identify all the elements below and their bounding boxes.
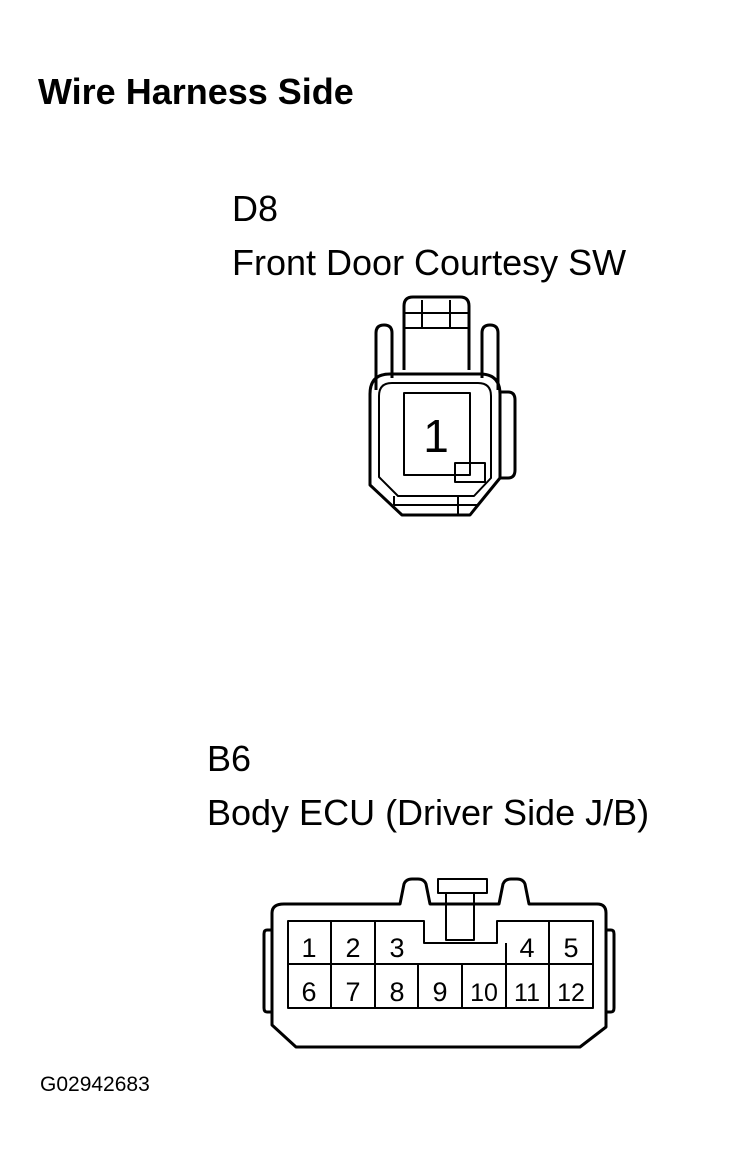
b6-key-stem bbox=[445, 893, 475, 941]
b6-pin-grid bbox=[287, 920, 594, 1009]
b6-pin-4: 4 bbox=[519, 933, 534, 963]
b6-left-tab bbox=[262, 928, 272, 1014]
figure-code: G02942683 bbox=[40, 1073, 150, 1096]
b6-pin-9: 9 bbox=[432, 977, 447, 1007]
b6-pin-labels: 1 2 3 4 5 6 7 8 9 10 11 12 bbox=[301, 933, 584, 1007]
b6-pin-7: 7 bbox=[345, 977, 360, 1007]
b6-pin-11: 11 bbox=[514, 979, 540, 1007]
d8-right-latch bbox=[480, 323, 500, 390]
b6-pin-6: 6 bbox=[301, 977, 316, 1007]
d8-body-outline bbox=[368, 372, 502, 517]
d8-connector-name: Front Door Courtesy SW bbox=[232, 242, 627, 283]
b6-connector-code: B6 bbox=[207, 738, 252, 779]
d8-connector-code: D8 bbox=[232, 188, 279, 229]
d8-body-inner bbox=[378, 382, 492, 497]
page-title: Wire Harness Side bbox=[38, 71, 354, 112]
b6-body-outline bbox=[270, 877, 608, 1049]
b6-pin-3: 3 bbox=[389, 933, 404, 963]
b6-pin-8: 8 bbox=[389, 977, 404, 1007]
b6-pin-12: 12 bbox=[557, 979, 585, 1007]
b6-pin-1: 1 bbox=[301, 933, 316, 963]
b6-pin-10: 10 bbox=[470, 979, 498, 1007]
b6-pin-5: 5 bbox=[563, 933, 578, 963]
d8-pin-cavity bbox=[403, 392, 471, 476]
b6-top-key bbox=[437, 878, 488, 894]
d8-left-latch bbox=[374, 323, 394, 390]
b6-connector-name: Body ECU (Driver Side J/B) bbox=[207, 792, 650, 833]
d8-connector bbox=[368, 295, 517, 517]
d8-side-tab bbox=[500, 390, 517, 480]
b6-right-tab bbox=[606, 928, 616, 1014]
d8-top-hood bbox=[402, 295, 471, 370]
d8-pin-1: 1 bbox=[423, 410, 449, 462]
b6-pin-2: 2 bbox=[345, 933, 360, 963]
b6-connector bbox=[262, 877, 616, 1049]
d8-lock-square bbox=[454, 462, 486, 483]
